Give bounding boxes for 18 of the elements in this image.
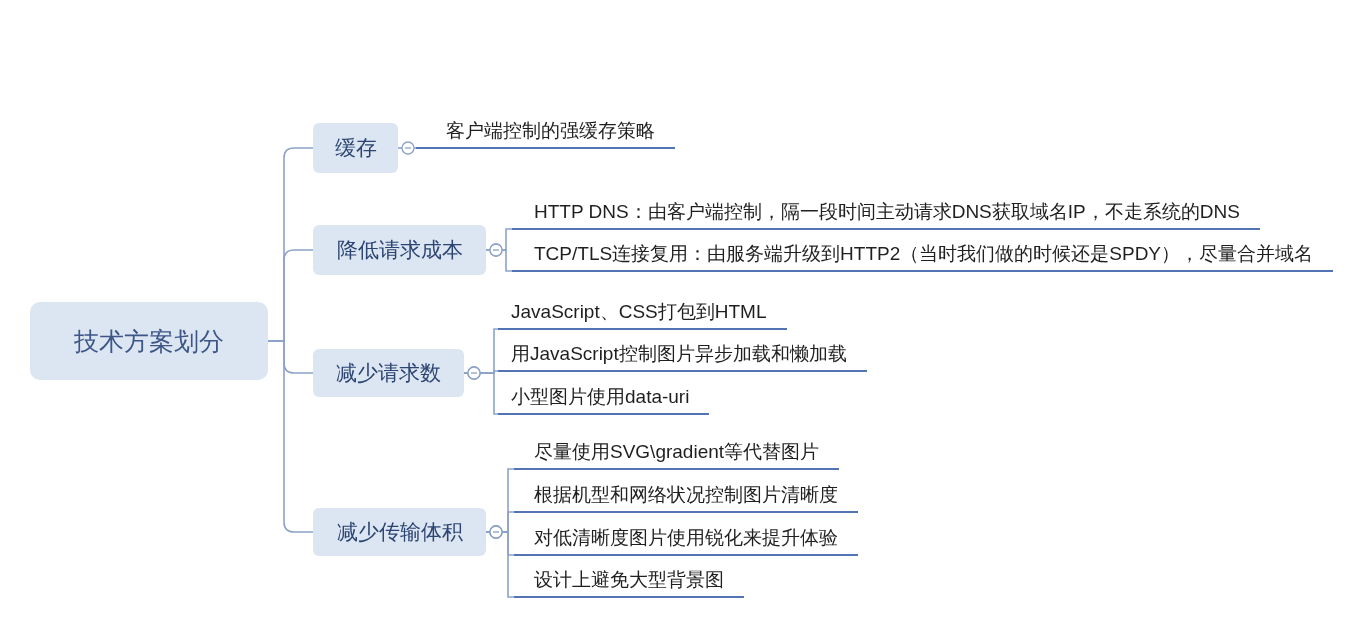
underlined-subtopic: 客户端控制的强缓存策略 (416, 115, 675, 149)
connector-line (267, 340, 314, 533)
underlined-subtopic: JavaScript、CSS打包到HTML (498, 296, 787, 330)
topic-box: 减少传输体积 (313, 508, 486, 556)
underlined-subtopic: 根据机型和网络状况控制图片清晰度 (514, 479, 858, 513)
topic-box: 降低请求成本 (313, 225, 486, 275)
underlined-subtopic: 用JavaScript控制图片异步加载和懒加载 (498, 338, 867, 372)
topic-box: 减少请求数 (313, 349, 464, 397)
underlined-subtopic: 对低清晰度图片使用锐化来提升体验 (514, 522, 858, 556)
connector-line (485, 243, 513, 272)
central-topic: 技术方案划分 (30, 302, 268, 380)
underlined-subtopic: TCP/TLS连接复用：由服务端升级到HTTP2（当时我们做的时候还是SPDY），尽量合并域名 (512, 238, 1334, 272)
connector-line (397, 141, 417, 155)
underlined-subtopic: 小型图片使用data-uri (498, 381, 710, 415)
underlined-subtopic: HTTP DNS：由客户端控制，隔一段时间主动请求DNS获取域名IP，不走系统的DNS (512, 196, 1260, 230)
underlined-subtopic: 设计上避免大型背景图 (514, 564, 744, 598)
topic-box: 缓存 (313, 123, 398, 173)
underlined-subtopic: 尽量使用SVG\gradient等代替图片 (514, 436, 840, 470)
